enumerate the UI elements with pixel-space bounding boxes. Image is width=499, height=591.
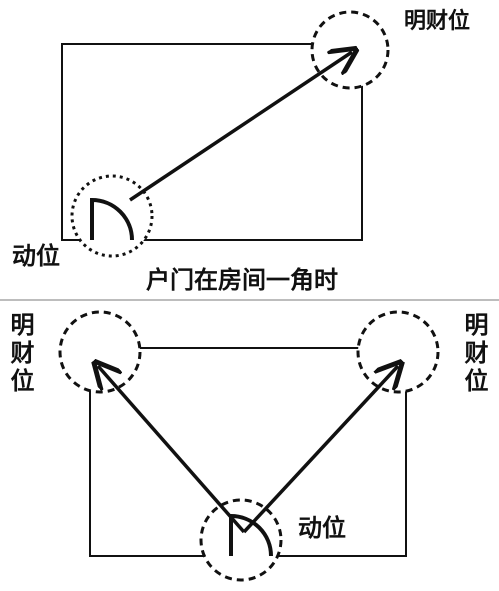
wealth-position-circle	[310, 10, 390, 90]
active-position-label: 动位	[12, 241, 60, 270]
top-diagram	[61, 10, 390, 258]
wealth-position-circle-left	[58, 310, 142, 394]
flow-arrow-right	[242, 366, 398, 534]
active-position-label: 动位	[298, 513, 346, 542]
flow-arrow	[129, 52, 352, 202]
wealth-position-label: 明财位	[404, 8, 471, 34]
door-icon	[229, 513, 273, 557]
room-outline	[61, 43, 363, 241]
wealth-position-label-right: 明财位	[460, 312, 489, 396]
wealth-position-circle-right	[356, 310, 440, 394]
wealth-position-label-left: 明财位	[6, 312, 35, 396]
active-position-circle	[70, 174, 154, 258]
flow-arrow-left	[98, 366, 246, 534]
door-icon	[90, 197, 134, 241]
active-position-circle	[199, 498, 283, 582]
diagram-caption: 户门在房间一角时	[146, 265, 338, 294]
bottom-diagram	[58, 310, 440, 582]
